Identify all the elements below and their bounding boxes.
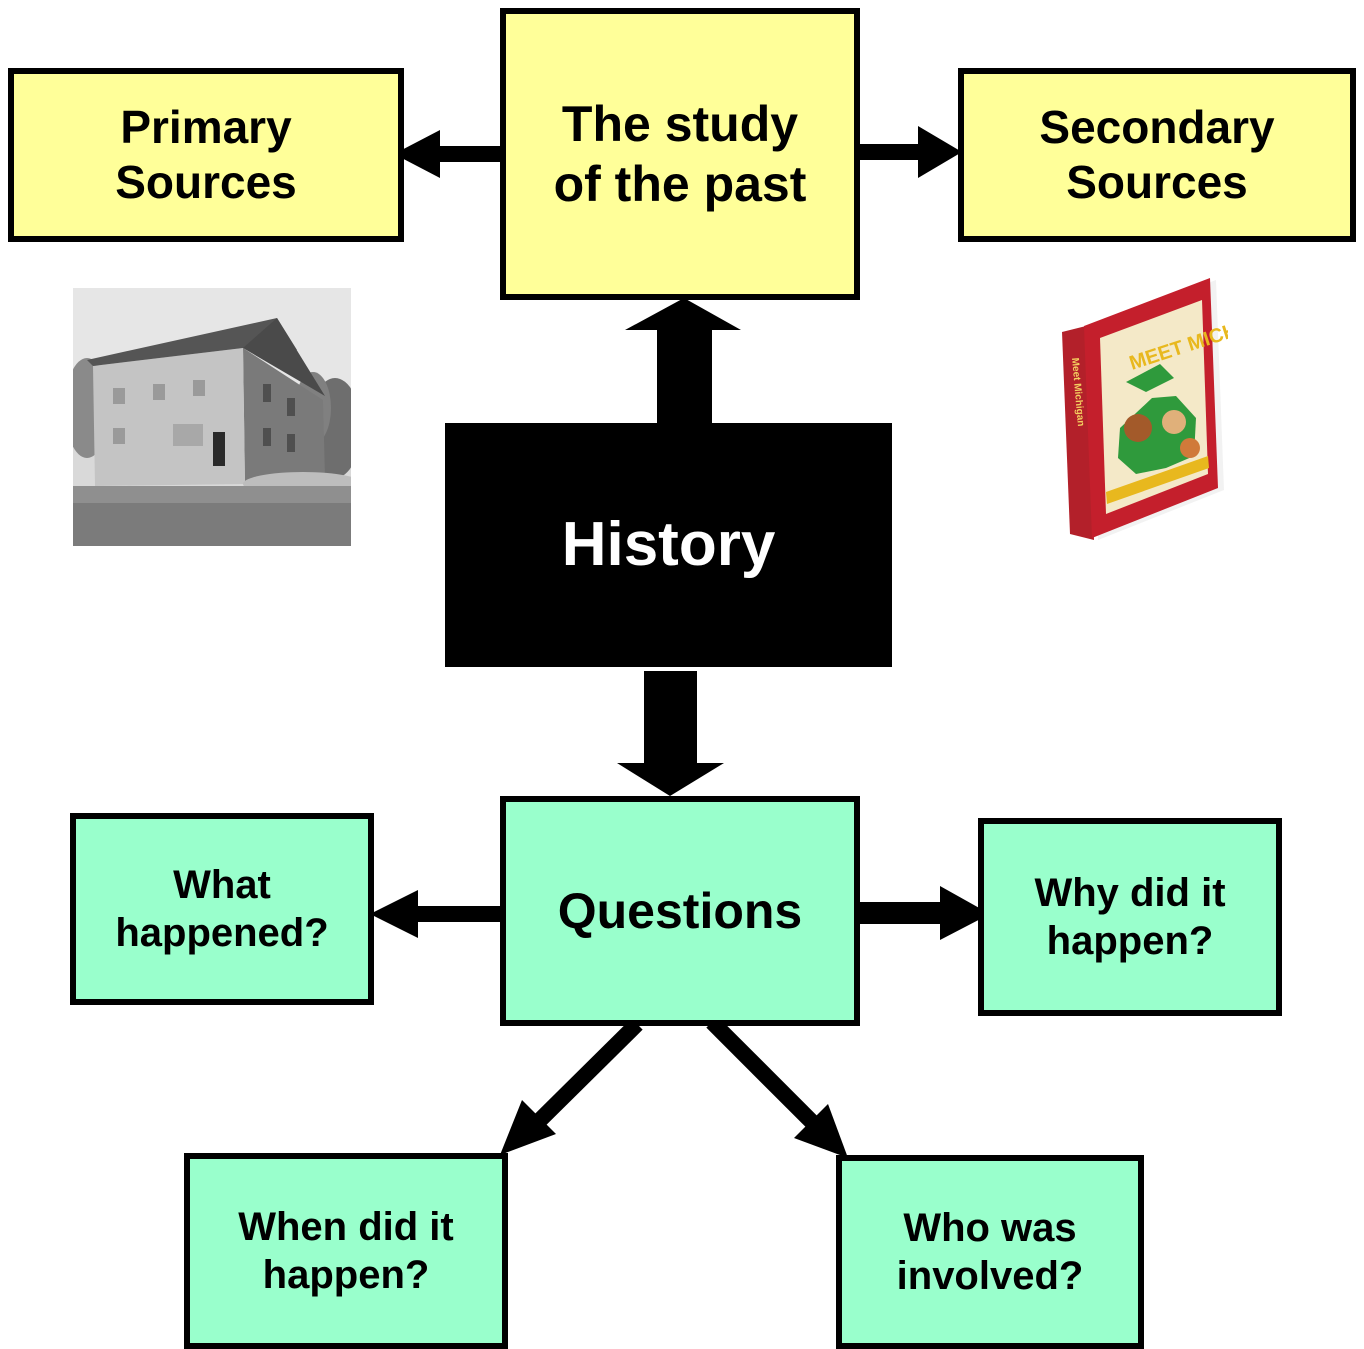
node-label-line: What [173,863,271,907]
arrow-history-to-study [625,298,741,425]
node-label-line: Sources [1066,156,1248,208]
meet-michigan-book: MEET MICHIGAN Meet Michigan [1056,278,1288,544]
node-label-line: Questions [557,883,803,939]
old-building-photo-illustration [73,288,351,546]
arrow-questions-to-what [370,890,502,938]
node-why-did-it-happen: Why did it happen? [978,818,1282,1016]
book-illustration: MEET MICHIGAN Meet Michigan [1062,278,1288,540]
node-label-line: happen? [1046,919,1214,963]
node-secondary-sources: Secondary Sources [958,68,1356,242]
node-label-line: Who was [903,1206,1077,1250]
node-when-did-it-happen: When did it happen? [184,1153,508,1349]
arrow-study-to-secondary [858,126,962,178]
node-label-line: happen? [262,1253,430,1297]
node-label-line: Why did it [1034,871,1226,915]
node-label-line: Primary [120,100,292,153]
node-what-happened: What happened? [70,813,374,1005]
arrow-questions-to-who [706,1016,848,1158]
node-primary-sources: Primary Sources [8,68,404,242]
node-label-line: History [561,509,776,579]
node-label-line: involved? [896,1254,1084,1298]
arrow-study-to-primary [394,130,502,178]
arrow-questions-to-why [858,886,990,940]
node-label-line: of the past [553,156,807,212]
node-history: History [445,423,892,667]
node-label-line: Sources [115,156,297,208]
node-label-line: When did it [238,1205,454,1249]
node-label-line: happened? [115,911,329,955]
node-label-line: Secondary [1039,100,1275,153]
node-questions: Questions [500,796,860,1026]
node-label-line: The study [561,96,799,152]
old-building-photo [73,288,351,546]
arrow-questions-to-when [500,1018,643,1155]
arrow-history-to-questions [617,671,724,796]
node-study-of-the-past: The study of the past [500,8,860,300]
node-who-was-involved: Who was involved? [836,1155,1144,1349]
